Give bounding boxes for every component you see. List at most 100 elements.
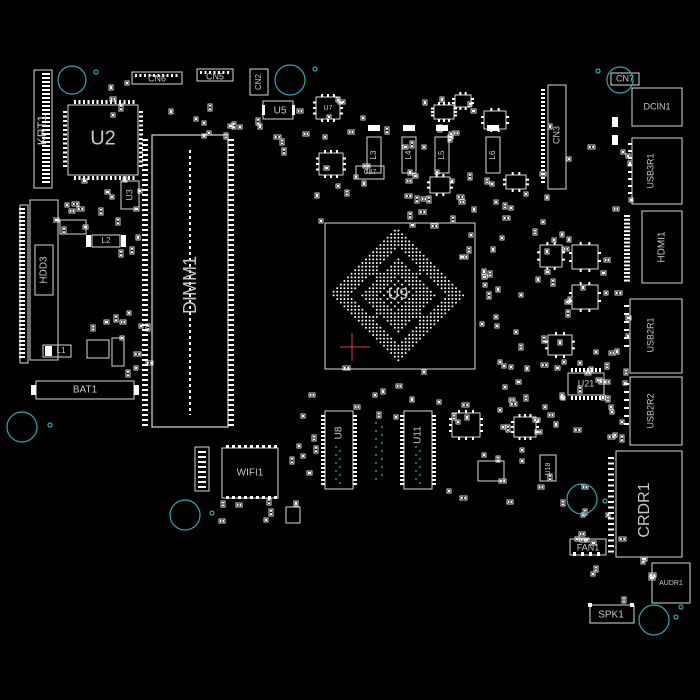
via: [415, 446, 417, 448]
pad: [115, 319, 117, 321]
bga-ball: [411, 280, 414, 282]
pad: [142, 209, 148, 211]
bga-ball: [368, 258, 371, 261]
ic-outline: [547, 334, 573, 356]
passive-outline: [495, 455, 501, 463]
pad: [563, 332, 565, 335]
pad: [228, 254, 234, 256]
bga-ball: [397, 294, 400, 297]
pad: [208, 132, 210, 134]
pad: [120, 105, 122, 107]
passive-outline: [499, 235, 505, 241]
passive-outline: [544, 248, 550, 255]
bga-ball: [415, 272, 418, 275]
bga-ball: [415, 294, 418, 297]
pad: [228, 324, 234, 326]
pad: [597, 552, 600, 556]
passive-outline: [523, 394, 529, 402]
bga-ball: [390, 251, 393, 254]
bga-ball: [422, 265, 425, 268]
pad: [256, 445, 259, 448]
pad: [378, 415, 380, 417]
bga-ball: [379, 283, 382, 286]
pad: [228, 244, 234, 246]
bga-ball: [365, 258, 367, 261]
bga-ball: [444, 290, 447, 293]
pad: [562, 251, 565, 254]
bga-ball: [401, 276, 403, 279]
mounting-hole: [638, 604, 670, 636]
pad: [541, 93, 545, 95]
pad: [115, 316, 117, 318]
bga-ball: [350, 305, 353, 308]
pad: [63, 147, 67, 149]
label-hdd3: HDD3: [39, 256, 50, 284]
pad: [209, 105, 211, 107]
bga-ball: [361, 294, 364, 297]
bga-ball: [397, 233, 400, 236]
via: [375, 470, 377, 472]
bga-ball: [365, 312, 367, 315]
bga-ball: [455, 301, 457, 304]
label-u5: U5: [274, 106, 287, 117]
passive-outline: [409, 140, 415, 149]
pad: [228, 149, 234, 151]
pad: [624, 245, 630, 248]
via: [375, 454, 377, 456]
pad: [142, 384, 148, 386]
pad: [481, 323, 483, 325]
bga-ball: [455, 294, 457, 297]
bga-ball: [372, 323, 375, 326]
passive-outline: [497, 359, 503, 365]
usb2r1-port: [629, 298, 683, 374]
pad: [539, 431, 541, 433]
pad: [579, 269, 582, 272]
bga-ball: [419, 308, 421, 311]
bga-ball: [397, 258, 400, 261]
passive-outline: [82, 224, 89, 230]
passive-outline: [133, 206, 140, 212]
pad: [624, 215, 630, 217]
pad: [228, 394, 234, 396]
bga-ball: [372, 290, 375, 293]
pad: [142, 274, 148, 276]
bga-ball: [415, 308, 418, 311]
pad: [409, 180, 411, 182]
pad: [142, 249, 148, 251]
pad: [450, 186, 453, 189]
pad: [537, 419, 539, 421]
pad: [142, 139, 148, 141]
pad: [92, 326, 94, 328]
passive-outline: [587, 144, 596, 150]
mounting-hole: [209, 510, 215, 516]
label-l4: L4: [404, 150, 413, 159]
pad: [566, 248, 568, 250]
bga-ball: [419, 283, 421, 286]
pad: [579, 242, 582, 245]
bga-ball: [401, 233, 403, 236]
pad: [315, 447, 317, 449]
bga-ball: [375, 294, 378, 297]
bga-ball: [354, 316, 357, 318]
pad: [230, 125, 232, 127]
pad: [86, 235, 91, 247]
bga-ball: [444, 301, 447, 304]
bga-ball: [393, 352, 396, 354]
pad: [70, 210, 72, 212]
pad: [382, 390, 384, 392]
pad: [541, 101, 545, 103]
passive-outline: [220, 500, 226, 508]
pad: [552, 280, 554, 282]
pad: [42, 161, 50, 163]
pad: [541, 173, 543, 175]
pad: [545, 364, 547, 366]
pad: [232, 445, 235, 448]
pad: [449, 418, 452, 420]
bga-ball: [375, 280, 378, 282]
pad: [553, 242, 556, 245]
pad: [127, 374, 129, 376]
pad: [458, 196, 460, 198]
passive-outline: [300, 413, 306, 419]
bga-ball: [383, 244, 385, 246]
pad: [228, 354, 234, 356]
